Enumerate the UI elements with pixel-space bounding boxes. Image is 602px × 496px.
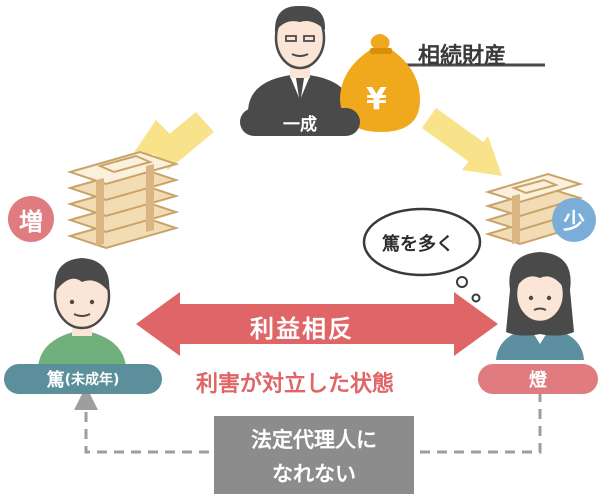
child-right-pill: 燈 — [478, 364, 598, 394]
child-left-note: (未成年) — [64, 372, 120, 388]
money-bag-icon — [340, 34, 420, 132]
father-man-icon — [248, 5, 352, 110]
speech-bubble — [362, 207, 482, 303]
conflict-label: 利益相反 — [250, 315, 354, 343]
speech-bubble-text: 篤を多く — [382, 234, 454, 255]
guardian-note-line2: なれない — [272, 462, 356, 486]
inheritance-label: 相続財産 — [418, 44, 507, 69]
child-left-pill: 篤 (未成年) — [4, 364, 162, 394]
child-left-name: 篤 — [46, 370, 65, 391]
father-name-pill: 一成 — [240, 108, 360, 136]
bill-stack-icon-right — [484, 172, 584, 246]
increase-badge-text: 増 — [19, 207, 43, 236]
guardian-note-box — [214, 416, 414, 494]
arrow-icon-right — [422, 108, 502, 176]
child-right-name: 燈 — [529, 370, 547, 391]
bill-stack-icon-left — [66, 150, 180, 250]
conflict-caption: 利害が対立した状態 — [196, 372, 395, 397]
conflict-double-arrow — [136, 292, 498, 356]
yen-symbol: ¥ — [366, 82, 387, 117]
decrease-badge-text: 少 — [562, 210, 585, 235]
decrease-badge: 少 — [552, 198, 596, 242]
increase-badge: 増 — [8, 196, 54, 242]
guardian-note-line1: 法定代理人に — [251, 428, 377, 452]
father-name: 一成 — [283, 114, 317, 135]
girl-icon — [496, 252, 584, 360]
boy-icon — [38, 258, 126, 368]
